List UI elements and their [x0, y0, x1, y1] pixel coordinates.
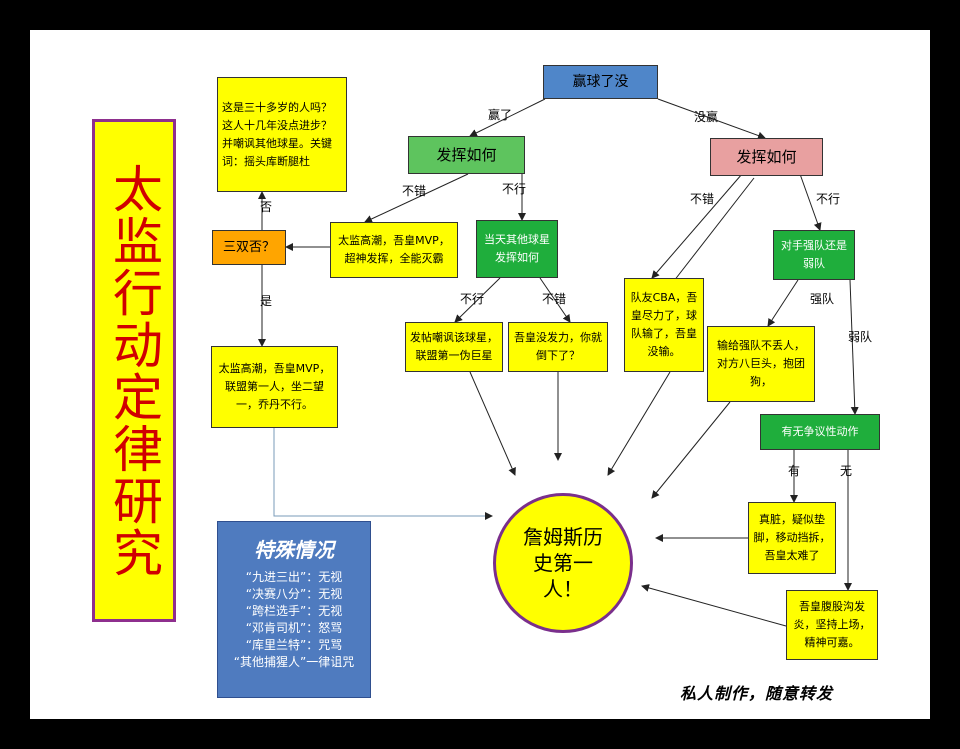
node-center: 詹姆斯历史第一人！	[493, 493, 633, 633]
edge-perflose-to-opp	[799, 173, 822, 231]
footer-credit: 私人制作，随意转发	[680, 684, 834, 703]
edge-label-yes: 是	[260, 294, 273, 308]
node-perf-win: 发挥如何	[408, 136, 525, 174]
edge-dirtyno-to-center	[641, 584, 787, 627]
edge-stronglose-to-center	[651, 401, 731, 499]
special-case-item: “跨栏选手”：无视	[245, 604, 343, 618]
edge-label-strong: 强队	[810, 292, 835, 306]
diagram-canvas: 太监行动定律研究 赢球了没 发挥如何 发挥如何 这是三十多岁的人吗？这人十几年没…	[30, 30, 930, 719]
node-dirty-no: 吾皇腹股沟发炎，坚持上场，精神可嘉。	[786, 590, 878, 660]
node-q-age: 这是三十多岁的人吗？这人十几年没点进步？并嘲讽其他球星。关键词：摇头库断腿杜	[217, 77, 347, 192]
edge-perfwin-to-goodwin	[364, 173, 469, 223]
edge-label-good3: 不错	[690, 192, 715, 206]
edge-label-bad3: 不行	[816, 192, 841, 206]
edge-mockstar-to-center	[469, 371, 516, 476]
connector-layer	[258, 98, 859, 627]
edge-starother-to-nottry	[539, 277, 571, 323]
node-star-other: 当天其他球星发挥如何	[476, 220, 558, 278]
edge-label-has: 有	[788, 464, 801, 478]
special-cases-list: “九进三出”：无视 “决赛八分”：无视 “跨栏选手”：无视 “邓肯司机”：怒骂 …	[218, 569, 370, 671]
edge-label-won: 赢了	[488, 108, 513, 122]
special-cases-title: 特殊情况	[254, 538, 334, 562]
edge-win-to-perflose	[657, 98, 766, 140]
title-box: 太监行动定律研究	[92, 119, 176, 622]
node-perf-lose: 发挥如何	[710, 138, 823, 176]
edge-label-weak: 弱队	[848, 330, 873, 344]
edge-win-to-perfwin	[469, 98, 546, 137]
special-case-item: “九进三出”：无视	[245, 570, 343, 584]
special-case-item: “库里兰特”：咒骂	[245, 638, 343, 652]
node-dirty: 有无争议性动作	[760, 414, 880, 450]
node-win: 赢球了没	[543, 65, 658, 99]
page-title: 太监行动定律研究	[105, 162, 163, 579]
edge-label-good1: 不错	[402, 184, 427, 198]
node-mock-star: 发帖嘲讽该球星，联盟第一伪巨星	[405, 322, 503, 372]
edge-mvpfirst-to-center	[273, 428, 493, 520]
edge-label-bad1: 不行	[502, 182, 527, 196]
edge-label-no: 否	[260, 200, 273, 214]
node-center-label: 詹姆斯历史第一人！	[523, 525, 603, 601]
node-not-try: 吾皇没发力，你就倒下了？	[508, 322, 608, 372]
node-team-cba: 队友CBA，吾皇尽力了，球队输了，吾皇没输。	[624, 278, 704, 372]
node-dirty-yes: 真脏，疑似垫脚，移动挡拆，吾皇太难了	[748, 502, 836, 574]
edge-label-good2: 不错	[542, 292, 567, 306]
node-good-win: 太监高潮，吾皇MVP，超神发挥，全能灭霸	[330, 222, 458, 278]
edge-teamcba-to-center	[607, 371, 671, 476]
edge-opp-to-stronglose	[767, 279, 799, 327]
node-mvp-first: 太监高潮，吾皇MVP，联盟第一人，坐二望一，乔丹不行。	[211, 346, 338, 428]
special-cases-box: 特殊情况 “九进三出”：无视 “决赛八分”：无视 “跨栏选手”：无视 “邓肯司机…	[217, 521, 371, 698]
special-case-item: “邓肯司机”：怒骂	[245, 621, 343, 635]
edge-perflose-to-teamcba-1	[651, 173, 743, 279]
node-opp-strong: 对手强队还是弱队	[773, 230, 855, 280]
edge-perflose-to-teamcba-2	[669, 177, 755, 287]
node-strong-lose: 输给强队不丢人，对方八巨头，抱团狗，	[707, 326, 815, 402]
edge-starother-to-mockstar	[454, 277, 501, 323]
edge-label-lost: 没赢	[694, 110, 719, 124]
special-case-item: “其他捕猩人”一律诅咒	[233, 655, 355, 669]
node-triple: 三双否？	[212, 230, 286, 265]
edge-label-none: 无	[840, 464, 853, 478]
edge-opp-to-dirty	[849, 279, 859, 415]
edge-label-bad2: 不行	[460, 292, 485, 306]
special-case-item: “决赛八分”：无视	[245, 587, 343, 601]
